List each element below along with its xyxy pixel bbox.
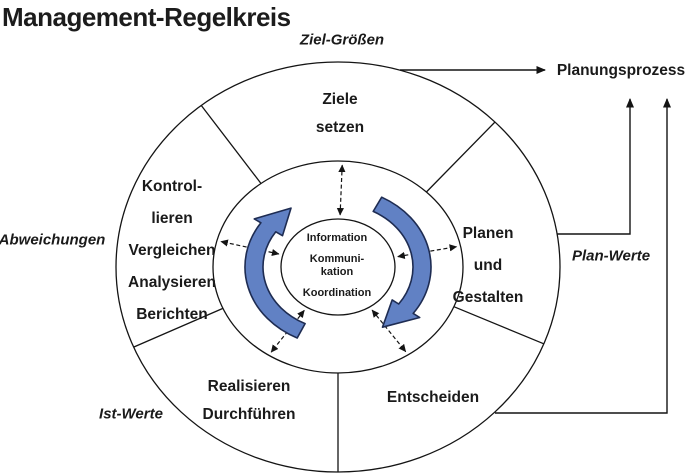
segment-ziele-setzen: Ziele setzen [316,86,364,142]
segment-divider [425,121,496,193]
segment-line: lieren [151,210,193,227]
segment-line: Berichten [136,306,208,323]
label-ist-werte: Ist-Werte [99,405,163,423]
segment-divider [133,307,224,348]
segment-divider [453,306,545,345]
segment-line: Durchführen [202,406,296,423]
center-line: Kommuni- kation [309,253,365,278]
segment-divider [200,105,262,184]
label-planungsprozess: Planungsprozess [556,62,685,79]
rotation-arrow-right [372,196,432,328]
rotation-arrow-left [244,207,306,339]
arrow-plan-werte-to-planungsprozess [557,98,634,235]
segment-kontrollieren: Kontrol- lieren Vergleichen Analysieren … [128,171,216,331]
segment-line: und [473,257,503,274]
segment-line: Analysieren [128,274,216,291]
segment-line: Vergleichen [128,242,216,259]
dashed-exchange-arrow [371,309,407,353]
page-title: Management-Regelkreis [2,2,291,32]
arrow-entscheiden-to-planungsprozess [495,98,671,414]
segment-realisieren-durchfuehren: Realisieren Durchführen [203,373,296,429]
center-circle-label: Information Kommuni- kation Koordination [303,232,371,300]
inner-circle [280,218,396,316]
dashed-exchange-arrow [336,164,346,216]
center-line: Koordination [302,287,372,299]
label-ziel-groessen: Ziel-Größen [299,31,385,49]
segment-planen-und-gestalten: Planen und Gestalten [453,218,524,314]
segment-line: Kontrol- [141,178,203,195]
segment-line: Entscheiden [386,389,480,406]
segment-line: Realisieren [207,378,291,395]
segment-line: Planen [462,225,514,242]
center-line: Information [306,232,368,244]
segment-entscheiden: Entscheiden [387,389,479,407]
segment-line: setzen [315,119,365,136]
segment-line: Gestalten [452,289,524,306]
label-abweichungen: Abweichungen [0,231,106,249]
segment-line: Ziele [322,91,358,108]
label-plan-werte: Plan-Werte [571,247,651,265]
